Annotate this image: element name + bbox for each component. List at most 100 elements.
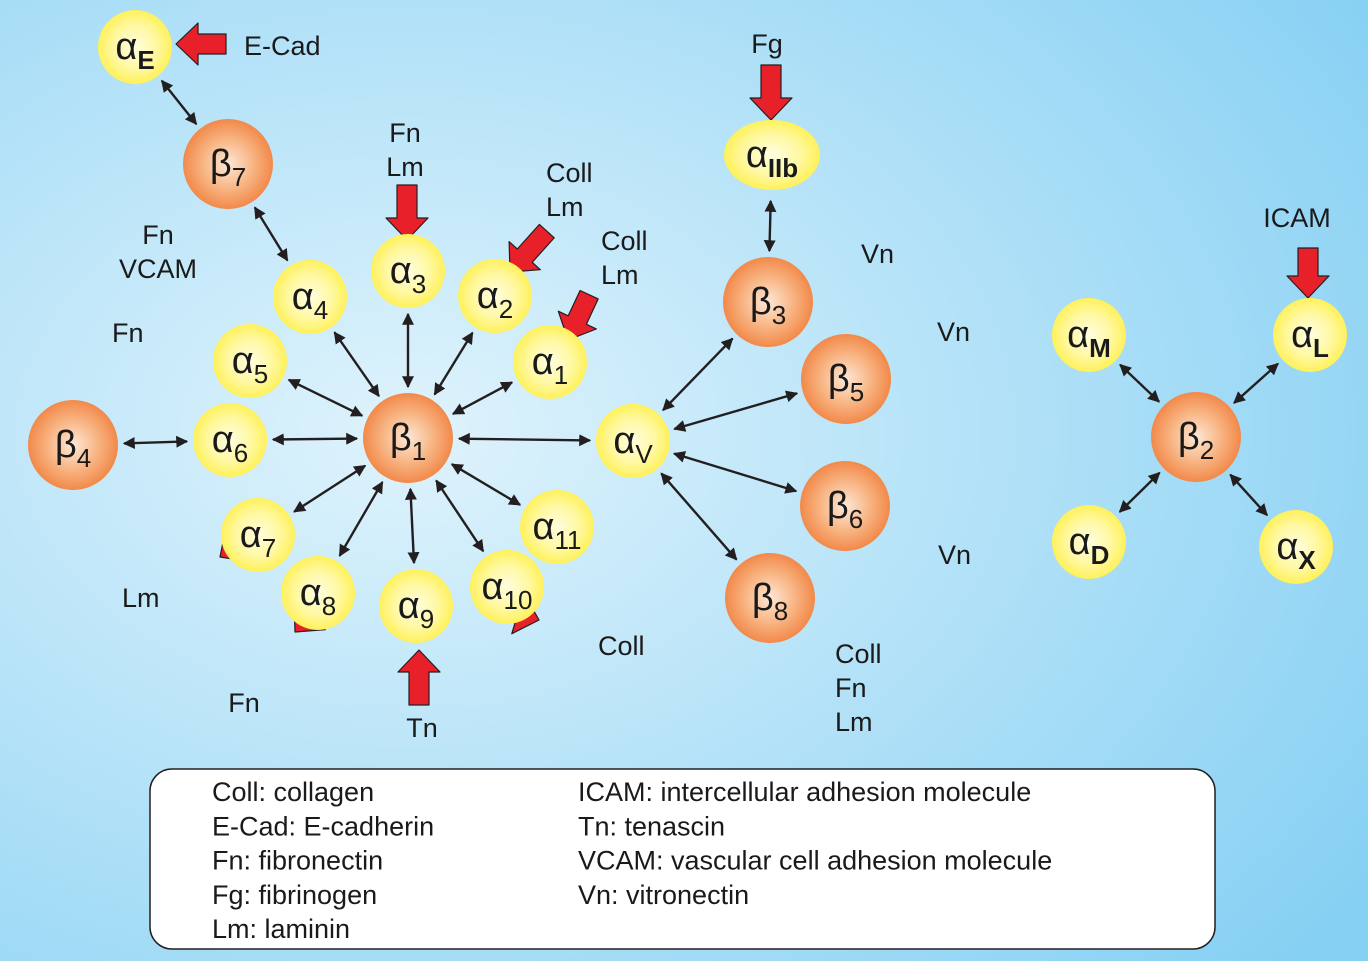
node-a10-shape — [470, 550, 544, 624]
node-aV: αV — [596, 404, 670, 478]
ligand-label-ecad-0: E-Cad — [244, 31, 321, 61]
ligand-arrow-a2-lig — [508, 223, 555, 273]
ligand-label-b8-lig-1: Fn — [835, 673, 867, 703]
ligand-label-a1-lig-1: Lm — [601, 260, 639, 290]
node-a9-shape — [379, 569, 453, 643]
ligand-label-a4-lig-0: Fn — [142, 220, 174, 250]
node-aIIb-shape — [724, 120, 820, 190]
node-b5-label: β5 — [828, 358, 864, 407]
node-b8: β8 — [725, 553, 815, 643]
ligand-ecad: E-Cad — [175, 22, 321, 66]
ligand-label-b3-lig-0: Vn — [861, 239, 894, 269]
connector-b1-a1 — [451, 381, 514, 415]
edges-layer — [122, 79, 1279, 565]
node-b3-label: β3 — [750, 281, 786, 330]
node-b6-shape — [800, 461, 890, 551]
node-a7-label: α7 — [240, 514, 276, 563]
node-a4: α4 — [273, 260, 347, 334]
ligand-fg: Fg — [749, 29, 793, 121]
legend-right-item: VCAM: vascular cell adhesion molecule — [578, 846, 1052, 876]
ligand-label-a9-lig-0: Tn — [406, 713, 438, 743]
ligand-arrow-fg — [749, 64, 793, 121]
node-a3-shape — [371, 234, 445, 308]
connector-aV-b5 — [673, 390, 799, 432]
node-b7-shape — [183, 119, 273, 209]
ligand-arrow-a3-lig — [385, 184, 429, 241]
connector-b1-a8 — [338, 481, 384, 557]
node-b8-shape — [725, 553, 815, 643]
connector-b1-a7 — [293, 464, 367, 513]
connector-b1-a9 — [404, 487, 420, 565]
ligand-label-icam-0: ICAM — [1263, 203, 1331, 233]
connector-b2-aD — [1118, 471, 1161, 513]
node-aM-label: αM — [1067, 314, 1111, 363]
ligand-label-b5-lig-0: Vn — [937, 317, 970, 347]
node-aL-label: αL — [1291, 314, 1329, 363]
node-b6: β6 — [800, 461, 890, 551]
node-a8-label: α8 — [300, 572, 336, 621]
connector-b1-aV — [457, 432, 592, 447]
legend-box — [149, 768, 1216, 950]
ligand-label-fg-0: Fg — [751, 29, 783, 59]
node-a1-shape — [513, 325, 587, 399]
legend-left-item: Fg: fibrinogen — [212, 880, 377, 910]
legend-right-item: Tn: tenascin — [578, 811, 725, 841]
node-b1: β1 — [363, 393, 453, 483]
legend-left-item: Lm: laminin — [212, 914, 350, 944]
node-a11-shape — [520, 490, 594, 564]
connector-b1-a6 — [271, 432, 359, 446]
node-aX-shape — [1259, 510, 1333, 584]
connector-b1-a11 — [450, 463, 522, 506]
node-b5: β5 — [801, 334, 891, 424]
node-a6-shape — [193, 403, 267, 477]
legend-left-item: Fn: fibronectin — [212, 846, 383, 876]
node-b1-label: β1 — [390, 417, 426, 466]
node-a8: α8 — [281, 556, 355, 630]
node-a5-shape — [213, 324, 287, 398]
connector-aE-b7 — [160, 79, 198, 126]
node-b5-shape — [801, 334, 891, 424]
node-aD-shape — [1052, 505, 1126, 579]
ligand-label-b8-lig-2: Lm — [835, 707, 873, 737]
node-aL-shape — [1273, 298, 1347, 372]
ligand-label-a5-lig-0: Fn — [112, 318, 144, 348]
ligand-label-a8-lig-0: Fn — [228, 688, 260, 718]
node-aE: αE — [98, 10, 172, 84]
ligand-label-a4-lig-1: VCAM — [119, 254, 197, 284]
node-b4: β4 — [28, 400, 118, 490]
node-a10: α10 — [470, 550, 544, 624]
node-b3: β3 — [723, 257, 813, 347]
node-a9-label: α9 — [398, 585, 434, 634]
node-a4-label: α4 — [292, 276, 328, 325]
node-a3-label: α3 — [390, 250, 426, 299]
connector-b2-aM — [1119, 363, 1160, 403]
node-a7-shape — [221, 498, 295, 572]
connector-b2-aL — [1233, 362, 1279, 404]
node-a9: α9 — [379, 569, 453, 643]
node-aE-shape — [98, 10, 172, 84]
ligand-label-b6-lig-0: Vn — [938, 540, 971, 570]
node-aV-label: αV — [613, 420, 653, 469]
node-a2-label: α2 — [477, 275, 513, 324]
ligand-label-a10-a11-lig-0: Coll — [598, 631, 645, 661]
node-a11-label: α11 — [533, 506, 582, 555]
legend-left-item: E-Cad: E-cadherin — [212, 811, 434, 841]
connector-b1-a5 — [287, 378, 364, 417]
node-aE-label: αE — [115, 26, 154, 75]
node-b8-label: β8 — [752, 577, 788, 626]
node-a7: α7 — [221, 498, 295, 572]
node-b4-shape — [28, 400, 118, 490]
node-aV-shape — [596, 404, 670, 478]
node-aIIb-label: αIIb — [746, 134, 798, 183]
ligand-arrow-ecad — [175, 22, 227, 66]
ligand-arrow-icam — [1286, 247, 1330, 299]
node-a3: α3 — [371, 234, 445, 308]
node-b2-label: β2 — [1178, 416, 1214, 465]
connector-b1-a4 — [333, 331, 380, 398]
node-a5: α5 — [213, 324, 287, 398]
